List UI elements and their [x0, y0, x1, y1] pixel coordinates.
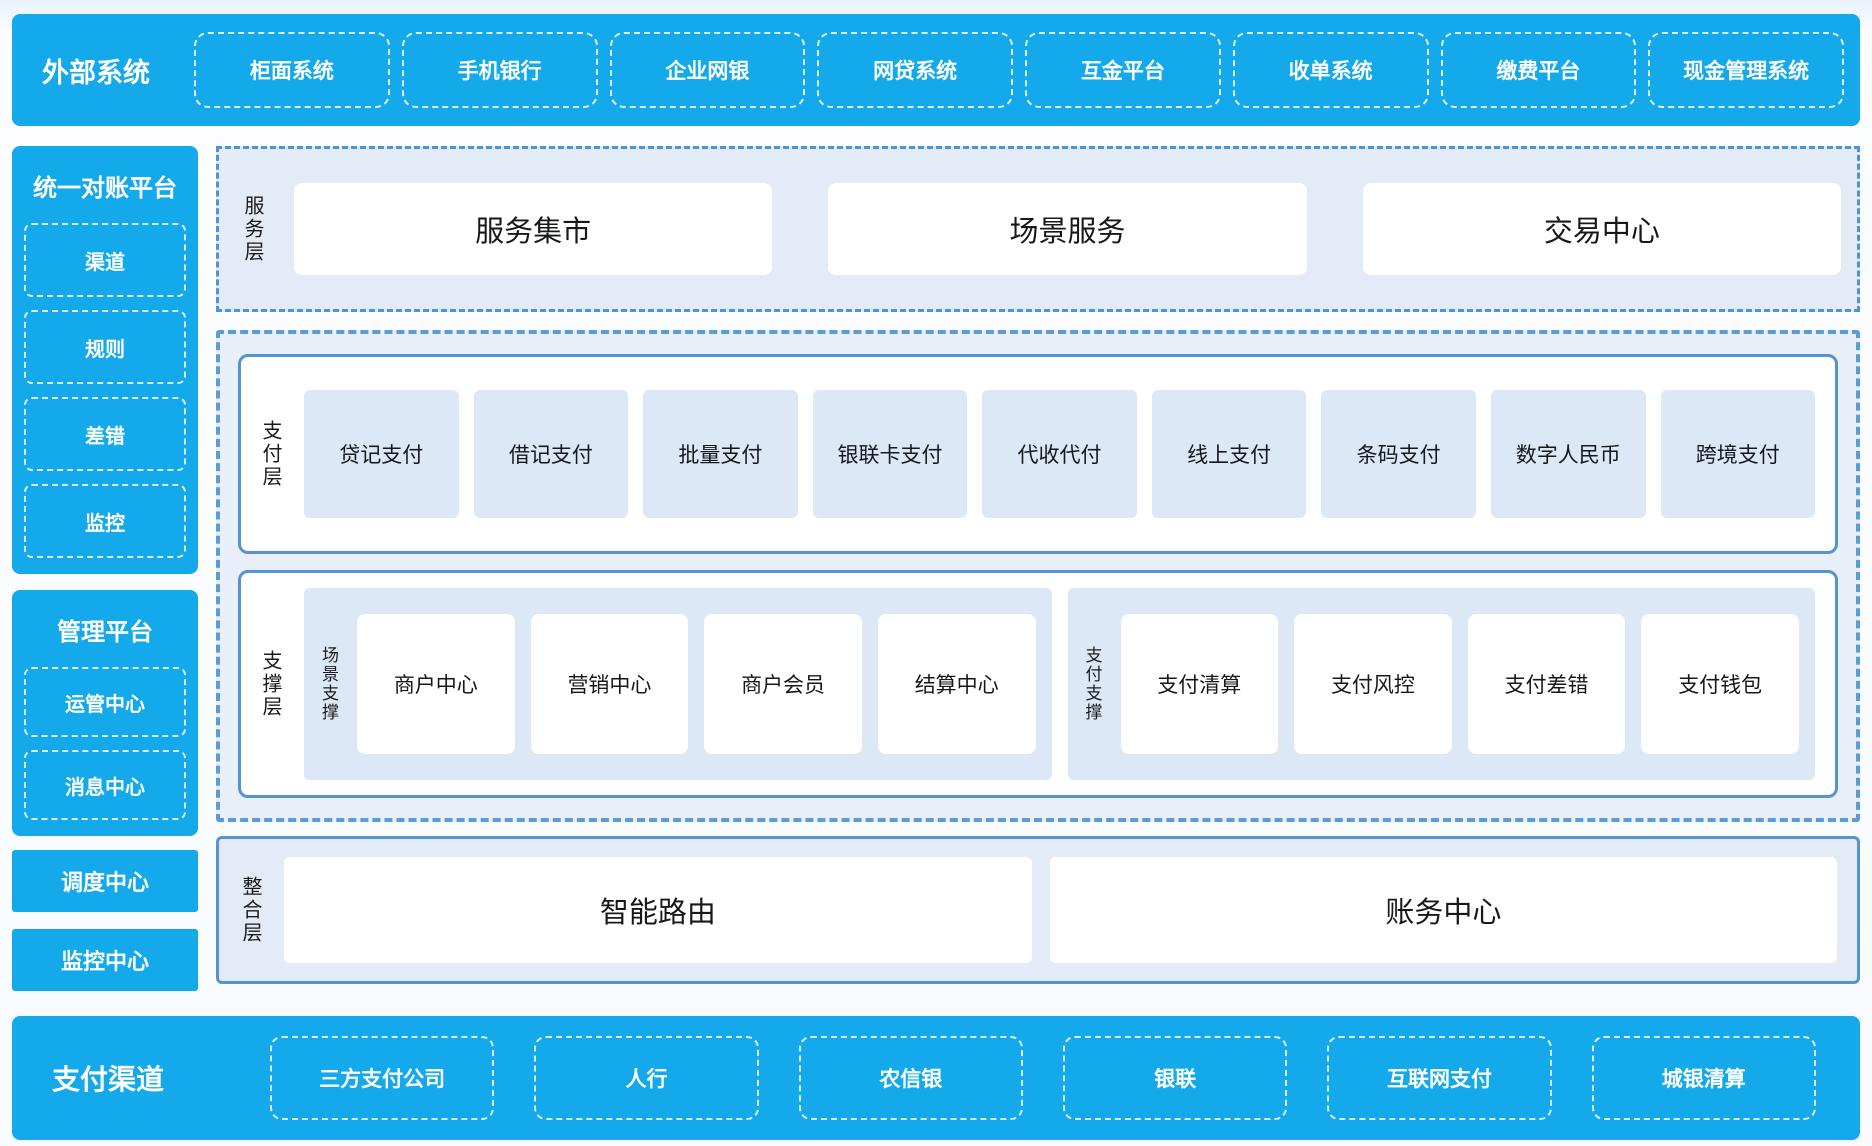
manage-platform-title: 管理平台: [57, 618, 153, 646]
payment-support-label: 支付支撑: [1081, 646, 1102, 722]
external-system-node: 网贷系统: [817, 32, 1013, 108]
manage-platform-panel: 管理平台 运管中心 消息中心: [12, 590, 198, 836]
reconcile-node: 差错: [24, 397, 186, 471]
manage-node: 消息中心: [24, 750, 186, 820]
external-system-node: 柜面系统: [194, 32, 390, 108]
payment-node: 跨境支付: [1660, 390, 1816, 518]
reconcile-platform-items: 渠道 规则 差错 监控: [24, 223, 186, 558]
reconcile-platform-panel: 统一对账平台 渠道 规则 差错 监控: [12, 146, 198, 574]
payment-channel-node: 城银清算: [1591, 1036, 1816, 1120]
external-systems-title: 外部系统: [42, 57, 150, 89]
external-system-node: 现金管理系统: [1648, 32, 1844, 108]
payment-node: 条码支付: [1321, 390, 1476, 518]
main-layers: 服务层 服务集市 场景服务 交易中心 支付层 贷记支付 借记支付 批量支付 银联…: [216, 146, 1860, 992]
payment-node: 银联卡支付: [812, 390, 968, 518]
reconcile-platform-title: 统一对账平台: [33, 174, 177, 202]
scene-support-node: 商户中心: [357, 614, 515, 754]
payment-node: 代收代付: [982, 390, 1137, 518]
payment-node: 线上支付: [1151, 390, 1307, 518]
payment-channels-title: 支付渠道: [52, 1063, 165, 1096]
dispatch-center-node: 调度中心: [12, 850, 198, 912]
scene-support-node: 商户会员: [704, 614, 862, 754]
support-layer-label: 支撑层: [259, 649, 283, 719]
middle-zone: 统一对账平台 渠道 规则 差错 监控 管理平台 运管中心 消息中心 调度中心 监…: [12, 146, 1860, 992]
manage-node: 运管中心: [24, 667, 186, 737]
service-node: 场景服务: [828, 183, 1307, 275]
monitor-center-node: 监控中心: [12, 929, 198, 991]
reconcile-node: 渠道: [24, 223, 186, 297]
service-layer-items: 服务集市 场景服务 交易中心: [294, 149, 1841, 309]
integration-layer-label: 整合层: [239, 875, 263, 945]
external-systems-band: 外部系统 柜面系统 手机银行 企业网银 网贷系统 互金平台 收单系统 缴费平台 …: [12, 14, 1860, 126]
payment-channels-items: 三方支付公司 人行 农信银 银联 互联网支付 城银清算: [270, 1016, 1834, 1140]
payment-channel-node: 银联: [1062, 1036, 1288, 1120]
payment-support-node: 支付钱包: [1641, 614, 1799, 754]
scene-support-group: 场景支撑 商户中心 营销中心 商户会员 结算中心: [304, 588, 1052, 780]
payment-layer: 支付层 贷记支付 借记支付 批量支付 银联卡支付 代收代付 线上支付 条码支付 …: [238, 354, 1838, 554]
core-dashed-container: 支付层 贷记支付 借记支付 批量支付 银联卡支付 代收代付 线上支付 条码支付 …: [216, 330, 1860, 822]
integration-layer: 整合层 智能路由 账务中心: [216, 836, 1860, 984]
payment-channel-node: 互联网支付: [1327, 1036, 1552, 1120]
payment-channel-node: 农信银: [798, 1036, 1023, 1120]
payment-support-node: 支付清算: [1120, 614, 1279, 754]
payment-channel-node: 人行: [534, 1036, 759, 1120]
payment-node: 数字人民币: [1490, 390, 1646, 518]
reconcile-node: 规则: [24, 310, 186, 384]
integration-node: 账务中心: [1049, 857, 1837, 963]
support-layer: 支撑层 场景支撑 商户中心 营销中心 商户会员 结算中心 支付支撑 支付清算: [238, 570, 1838, 798]
external-systems-items: 柜面系统 手机银行 企业网银 网贷系统 互金平台 收单系统 缴费平台 现金管理系…: [194, 14, 1844, 126]
service-layer: 服务层 服务集市 场景服务 交易中心: [216, 146, 1860, 312]
scene-support-node: 结算中心: [877, 614, 1036, 754]
external-system-node: 缴费平台: [1440, 32, 1637, 108]
service-node: 服务集市: [294, 183, 773, 275]
payment-support-node: 支付风控: [1294, 614, 1452, 754]
payment-support-node: 支付差错: [1467, 614, 1626, 754]
payment-channel-node: 三方支付公司: [270, 1036, 495, 1120]
payment-layer-label: 支付层: [259, 419, 283, 489]
scene-support-label: 场景支撑: [318, 646, 338, 722]
external-system-node: 收单系统: [1232, 32, 1429, 108]
integration-node: 智能路由: [284, 857, 1032, 963]
external-system-node: 手机银行: [401, 32, 598, 108]
payment-node: 借记支付: [473, 390, 629, 518]
sidebar: 统一对账平台 渠道 规则 差错 监控 管理平台 运管中心 消息中心 调度中心 监…: [12, 146, 198, 992]
service-layer-label: 服务层: [241, 194, 265, 264]
manage-platform-items: 运管中心 消息中心: [24, 667, 186, 820]
support-layer-groups: 场景支撑 商户中心 营销中心 商户会员 结算中心 支付支撑 支付清算 支付风控 …: [304, 573, 1815, 795]
external-system-node: 互金平台: [1025, 32, 1221, 108]
payment-layer-items: 贷记支付 借记支付 批量支付 银联卡支付 代收代付 线上支付 条码支付 数字人民…: [304, 390, 1816, 518]
reconcile-node: 监控: [24, 484, 186, 558]
payment-support-group: 支付支撑 支付清算 支付风控 支付差错 支付钱包: [1067, 588, 1815, 780]
scene-support-node: 营销中心: [530, 614, 689, 754]
payment-node: 批量支付: [643, 390, 798, 518]
external-system-node: 企业网银: [609, 32, 806, 108]
payment-channels-band: 支付渠道 三方支付公司 人行 农信银 银联 互联网支付 城银清算: [12, 1016, 1860, 1140]
service-node: 交易中心: [1362, 183, 1841, 275]
payment-node: 贷记支付: [304, 390, 459, 518]
